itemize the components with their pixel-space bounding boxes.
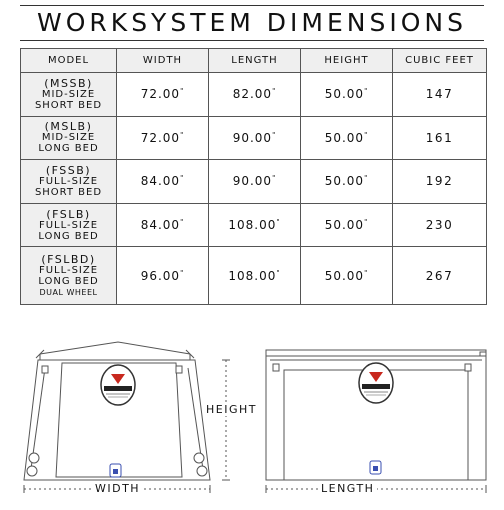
- cubic-feet-cell: 230: [392, 202, 487, 248]
- height-cell: 50.00": [300, 72, 393, 117]
- inch-mark: ": [364, 130, 369, 139]
- height-cell-value: 50.00: [324, 268, 365, 283]
- model-code: (FSLBD): [41, 252, 96, 266]
- height-cell: 50.00": [300, 246, 393, 305]
- inch-mark: ": [180, 268, 185, 277]
- width-cell-value: 72.00: [140, 87, 181, 102]
- model-bed: LONG BED: [38, 275, 99, 287]
- model-code: (FSSB): [45, 163, 92, 177]
- height-cell-value: 50.00: [324, 87, 365, 102]
- model-size: MID-SIZE: [41, 88, 96, 100]
- length-label: LENGTH: [318, 482, 378, 495]
- height-cell-value: 50.00: [324, 130, 365, 145]
- inch-mark: ": [276, 218, 281, 227]
- header-width: WIDTH: [116, 48, 209, 73]
- side-view-diagram: [265, 349, 487, 493]
- front-body-outline: [23, 359, 211, 481]
- height-cell-value: 50.00: [324, 174, 365, 189]
- model-extra: DUAL WHEEL: [39, 287, 98, 297]
- model-code: (FSLB): [46, 207, 91, 221]
- inch-mark: ": [180, 130, 185, 139]
- model-bed: SHORT BED: [34, 99, 103, 111]
- length-cell: 82.00": [208, 72, 301, 117]
- front-roof-line: [39, 341, 191, 355]
- height-label: HEIGHT: [203, 403, 260, 416]
- dimensions-table: MODEL WIDTH LENGTH HEIGHT CUBIC FEET (MS…: [20, 48, 487, 305]
- title-top-rule: [20, 5, 484, 6]
- redsnake-logo-side: [358, 362, 394, 404]
- inch-mark: ": [276, 268, 281, 277]
- model-bed: LONG BED: [38, 143, 99, 155]
- front-view-diagram: [23, 341, 230, 493]
- model-size: FULL-SIZE: [38, 219, 99, 231]
- redsnake-logo-front: [100, 364, 136, 406]
- length-cell: 90.00": [208, 115, 301, 161]
- inch-mark: ": [180, 218, 185, 227]
- model-code: (MSSB): [44, 76, 93, 90]
- inch-mark: ": [272, 87, 277, 96]
- length-cell: 108.00": [208, 246, 301, 305]
- length-cell-value: 90.00: [232, 130, 273, 145]
- inch-mark: ": [180, 174, 185, 183]
- height-cell: 50.00": [300, 202, 393, 248]
- cubic-feet-cell: 147: [392, 72, 487, 117]
- length-cell: 90.00": [208, 159, 301, 204]
- title-bottom-rule: [20, 40, 484, 41]
- inch-mark: ": [364, 87, 369, 96]
- inch-mark: ": [272, 130, 277, 139]
- height-cell: 50.00": [300, 115, 393, 161]
- inch-mark: ": [272, 174, 277, 183]
- inch-mark: ": [364, 268, 369, 277]
- width-cell-value: 84.00: [140, 218, 181, 233]
- header-cubic-feet: CUBIC FEET: [392, 48, 487, 73]
- width-cell: 84.00": [116, 202, 209, 248]
- length-cell-value: 108.00: [228, 218, 277, 233]
- height-cell-value: 50.00: [324, 218, 365, 233]
- page-title: WORKSYSTEM DIMENSIONS: [37, 8, 467, 37]
- length-cell-value: 90.00: [232, 174, 273, 189]
- model-size: FULL-SIZE: [38, 264, 99, 276]
- cubic-feet-cell: 161: [392, 115, 487, 161]
- inch-mark: ": [364, 218, 369, 227]
- width-cell-value: 96.00: [140, 268, 181, 283]
- length-cell: 108.00": [208, 202, 301, 248]
- length-cell-value: 82.00: [232, 87, 273, 102]
- width-cell-value: 72.00: [140, 130, 181, 145]
- header-height: HEIGHT: [300, 48, 393, 73]
- cubic-feet-cell: 267: [392, 246, 487, 305]
- width-dimension-line: [23, 485, 211, 493]
- model-code: (MSLB): [44, 120, 93, 134]
- header-length: LENGTH: [208, 48, 301, 73]
- width-cell: 72.00": [116, 115, 209, 161]
- header-model: MODEL: [20, 48, 117, 73]
- width-label: WIDTH: [92, 482, 144, 495]
- side-roof-rail: [265, 349, 487, 357]
- width-cell: 84.00": [116, 159, 209, 204]
- width-cell: 96.00": [116, 246, 209, 305]
- inch-mark: ": [180, 87, 185, 96]
- length-cell-value: 108.00: [228, 268, 277, 283]
- inch-mark: ": [364, 174, 369, 183]
- model-size: FULL-SIZE: [38, 175, 99, 187]
- width-cell: 72.00": [116, 72, 209, 117]
- model-bed: LONG BED: [38, 230, 99, 242]
- table-header-row: MODEL WIDTH LENGTH HEIGHT CUBIC FEET: [20, 48, 487, 73]
- width-cell-value: 84.00: [140, 174, 181, 189]
- height-dimension-line: [222, 359, 230, 481]
- cubic-feet-cell: 192: [392, 159, 487, 204]
- model-size: MID-SIZE: [41, 132, 96, 144]
- front-door-outline: [55, 362, 183, 478]
- height-cell: 50.00": [300, 159, 393, 204]
- model-bed: SHORT BED: [34, 186, 103, 198]
